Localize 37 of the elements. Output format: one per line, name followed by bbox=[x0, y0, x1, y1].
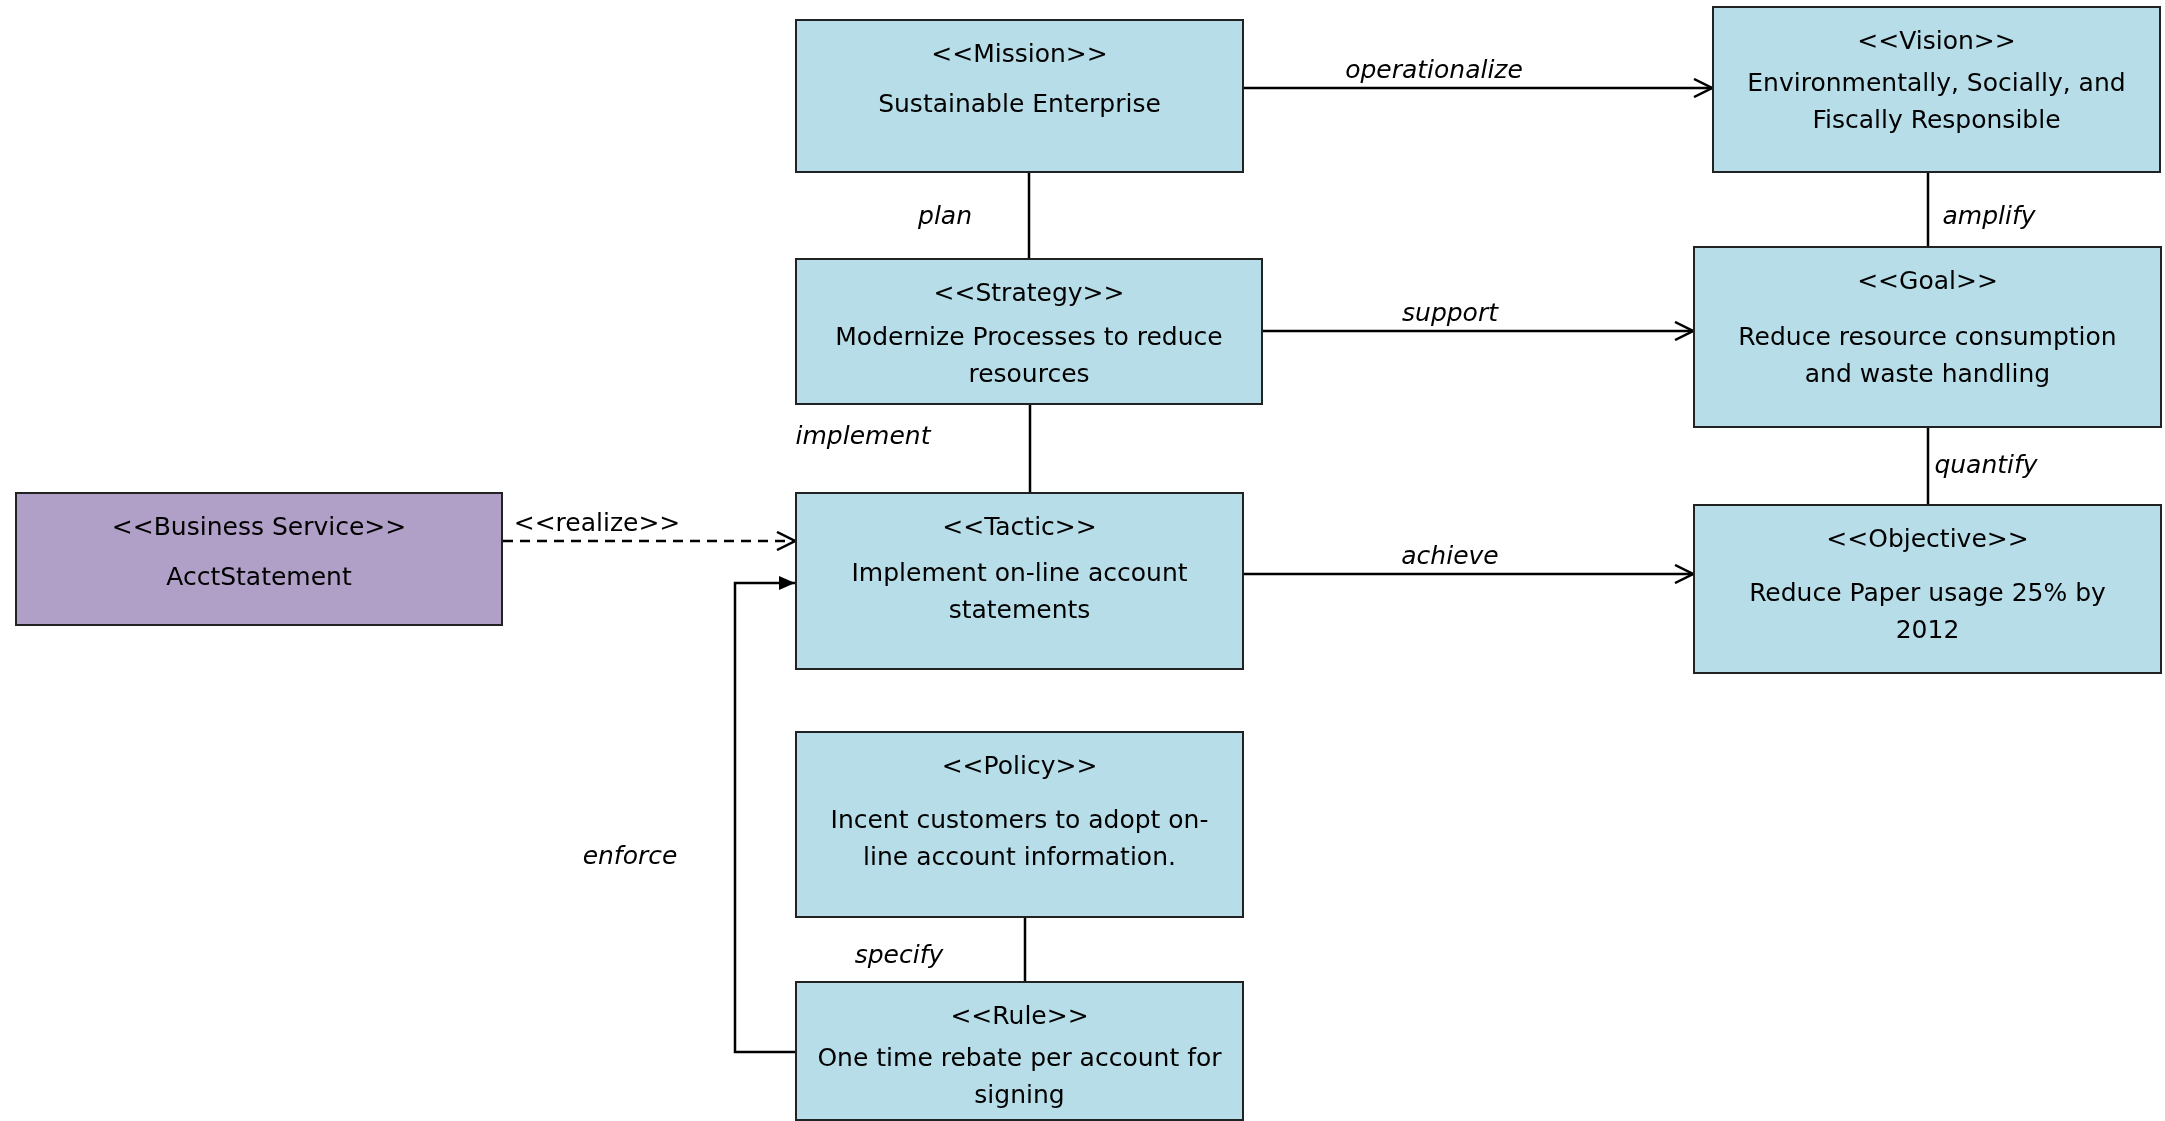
service-box bbox=[15, 492, 503, 626]
box-text: Implement on-line account statements bbox=[850, 556, 1189, 626]
arrow bbox=[503, 530, 797, 552]
stereotype-label: <<Policy>> bbox=[941, 750, 1098, 782]
concept-box bbox=[795, 492, 1244, 670]
connector-line bbox=[1028, 405, 1032, 492]
stereotype-label: <<Strategy>> bbox=[933, 277, 1125, 309]
concept-box bbox=[795, 731, 1244, 918]
arrow bbox=[1263, 320, 1695, 342]
connector-line bbox=[1023, 918, 1027, 981]
concept-box bbox=[795, 258, 1263, 405]
box-text: Environmentally, Socially, and Fiscally Responsible bbox=[1746, 66, 2127, 136]
box-text: AcctStatement bbox=[166, 560, 352, 593]
concept-box bbox=[795, 19, 1244, 173]
stereotype-label: <<Goal>> bbox=[1857, 265, 1998, 297]
box-text: Modernize Processes to reduce resources bbox=[834, 320, 1224, 390]
stereotype-label: <<Objective>> bbox=[1826, 523, 2029, 555]
concept-box bbox=[1712, 6, 2161, 173]
box-text: Reduce resource consumption and waste handling bbox=[1737, 320, 2118, 390]
concept-box bbox=[1693, 504, 2162, 674]
stereotype-label: <<Vision>> bbox=[1857, 25, 2016, 57]
arrow bbox=[1244, 77, 1714, 99]
concept-box bbox=[795, 981, 1244, 1121]
stereotype-label: <<Tactic>> bbox=[942, 511, 1097, 543]
stereotype-label: <<Mission>> bbox=[931, 38, 1108, 70]
connector-line bbox=[1926, 173, 1930, 246]
concept-box bbox=[1693, 246, 2162, 428]
connector-line bbox=[1926, 428, 1930, 504]
arrow bbox=[1244, 563, 1695, 585]
box-text: Incent customers to adopt on-line account information. bbox=[829, 803, 1210, 873]
box-text: Reduce Paper usage 25% by 2012 bbox=[1748, 576, 2107, 646]
elbow-arrow bbox=[733, 576, 795, 1054]
box-text: Sustainable Enterprise bbox=[878, 87, 1161, 120]
stereotype-label: <<Business Service>> bbox=[111, 511, 407, 543]
stereotype-label: <<Rule>> bbox=[950, 1000, 1089, 1032]
box-text: One time rebate per account for signing bbox=[816, 1041, 1223, 1111]
connector-line bbox=[1027, 173, 1031, 258]
